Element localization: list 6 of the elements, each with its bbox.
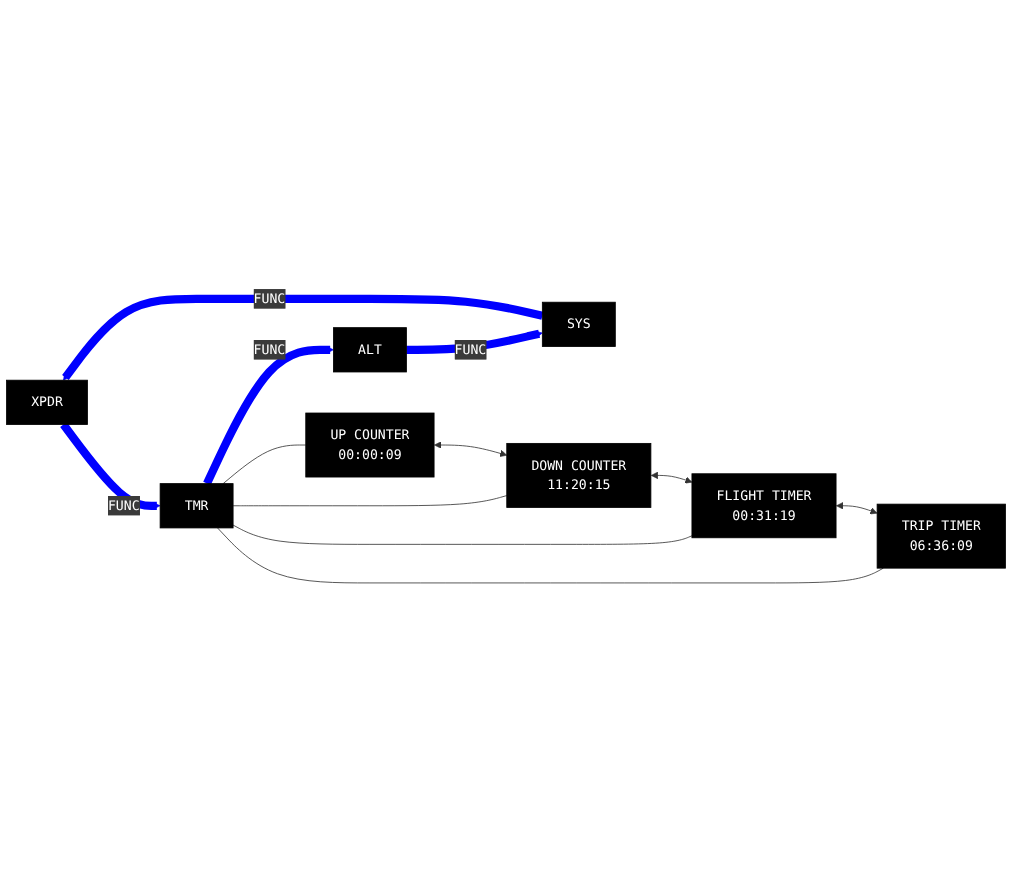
connector (217, 527, 884, 584)
connector (232, 495, 508, 507)
arrow (60, 422, 161, 510)
connector (222, 444, 307, 485)
connector (232, 524, 693, 545)
arrow (203, 345, 334, 486)
